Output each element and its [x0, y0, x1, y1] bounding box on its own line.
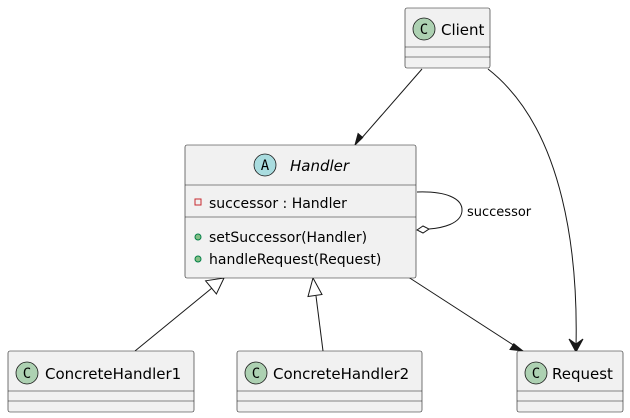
edge-handler-to-request	[401, 272, 519, 349]
class-name-client: Client	[441, 21, 485, 39]
edge-concrete1-generalization	[134, 287, 213, 352]
class-stereotype-icon	[524, 361, 548, 385]
class-name-concrete-handler-2: ConcreteHandler2	[273, 365, 409, 383]
edge-concrete2-generalization	[315, 295, 324, 352]
method-setSuccessor: setSuccessor(Handler)	[209, 230, 367, 246]
edge-client-to-handler	[359, 68, 423, 141]
class-client: C Client	[404, 7, 491, 69]
generalization-triangle-2	[307, 276, 323, 298]
class-stereotype-icon	[412, 17, 436, 41]
class-concrete-handler-2: C ConcreteHandler2	[236, 350, 423, 413]
private-visibility-icon	[194, 198, 202, 206]
arrowhead-handler-to-request	[509, 342, 525, 352]
public-visibility-icon	[194, 255, 202, 263]
stereotype-letter: A	[261, 158, 270, 174]
public-visibility-icon	[194, 233, 202, 241]
class-request: C Request	[516, 350, 624, 413]
class-name-request: Request	[552, 365, 613, 383]
aggregation-diamond	[416, 225, 430, 234]
edge-client-to-request	[487, 68, 577, 348]
class-name-handler: Handler	[290, 157, 350, 175]
stereotype-letter: C	[23, 366, 31, 382]
generalization-triangle-1	[204, 277, 225, 295]
method-handleRequest: handleRequest(Request)	[209, 252, 381, 268]
stereotype-letter: C	[252, 366, 260, 382]
stereotype-letter: C	[420, 22, 428, 38]
relation-label-successor: successor	[467, 205, 532, 220]
arrowhead-client-to-request	[568, 338, 584, 354]
class-handler: A Handler successor : Handler setSuccess…	[184, 144, 417, 279]
attribute-successor: successor : Handler	[209, 196, 347, 212]
class-stereotype-icon	[15, 361, 39, 385]
class-stereotype-icon	[244, 361, 268, 385]
class-name-concrete-handler-1: ConcreteHandler1	[45, 365, 181, 383]
edge-self-aggregation	[416, 191, 463, 230]
class-concrete-handler-1: C ConcreteHandler1	[7, 350, 195, 413]
abstract-stereotype-icon	[253, 153, 277, 177]
edges	[134, 68, 584, 354]
stereotype-letter: C	[532, 366, 540, 382]
arrowhead-client-to-handler	[354, 132, 364, 147]
